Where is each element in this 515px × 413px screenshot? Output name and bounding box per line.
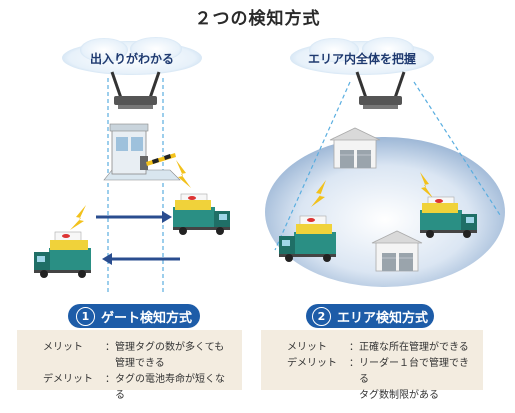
left-signal-lightning-icon-2 — [70, 205, 86, 230]
separator: ： — [105, 374, 115, 385]
demerit-row: デメリット ： リーダー１台で管理できる タグ数制限がある — [287, 356, 475, 404]
demerit-key: デメリット — [287, 358, 337, 369]
gate-reader-antenna-icon — [110, 71, 161, 109]
left-truck-entering-icon — [173, 193, 230, 235]
demerit-value-line-1: リーダー１台で管理できる — [359, 358, 469, 385]
area-reader-antenna-icon — [355, 71, 406, 109]
separator: ： — [349, 342, 359, 353]
gate-detection-lines — [107, 78, 164, 295]
entry-arrow — [96, 211, 172, 223]
merit-value: 管理タグの数が多くても管理できる — [115, 342, 225, 369]
right-signal-lightning-icon-2 — [420, 172, 433, 198]
area-method-pill: 2 エリア検知方式 — [306, 304, 434, 328]
demerit-row: デメリット ： タグの電池寿命が短くなる — [43, 372, 234, 404]
area-method-label: エリア検知方式 — [336, 310, 428, 326]
demerit-key: デメリット — [43, 374, 93, 385]
right-cloud-label: エリア内全体を把握 — [307, 52, 416, 66]
area-method-info-box: メリット ： 正確な所在管理ができる デメリット ： リーダー１台で管理できる … — [261, 330, 483, 401]
method-number-badge: 2 — [311, 306, 331, 326]
gate-booth-icon — [103, 123, 181, 181]
gate-method-label: ゲート検知方式 — [100, 310, 192, 326]
demerit-value-line-2: タグ数制限がある — [359, 390, 439, 401]
method-number-badge: 1 — [75, 306, 95, 326]
demerit-value: タグの電池寿命が短くなる — [115, 374, 225, 401]
right-signal-lightning-icon-1 — [311, 180, 326, 207]
diagram-title: ２つの検知方式 — [194, 9, 321, 29]
exit-arrow — [102, 253, 180, 265]
left-truck-exiting-icon — [34, 231, 91, 278]
gate-method-pill: 1 ゲート検知方式 — [68, 304, 200, 328]
gate-method-info-box: メリット ： 管理タグの数が多くても管理できる デメリット ： タグの電池寿命が… — [17, 330, 242, 401]
warehouse-icon-bottom — [371, 230, 423, 272]
right-truck-left-icon — [279, 215, 336, 262]
merit-key: メリット — [287, 342, 327, 353]
demerit-value: リーダー１台で管理できる タグ数制限がある — [359, 356, 475, 404]
separator: ： — [105, 342, 115, 353]
left-cloud — [62, 37, 202, 75]
right-truck-right-icon — [420, 196, 477, 238]
left-signal-lightning-icon-1 — [176, 160, 191, 188]
left-cloud-label: 出入りがわかる — [89, 52, 174, 66]
merit-value: 正確な所在管理ができる — [359, 342, 469, 353]
merit-key: メリット — [43, 342, 83, 353]
merit-row: メリット ： 正確な所在管理ができる — [287, 340, 475, 356]
right-cloud — [290, 37, 434, 75]
merit-row: メリット ： 管理タグの数が多くても管理できる — [43, 340, 234, 372]
warehouse-icon-top — [329, 127, 381, 169]
separator: ： — [349, 358, 359, 369]
area-detection-lines — [274, 81, 501, 251]
